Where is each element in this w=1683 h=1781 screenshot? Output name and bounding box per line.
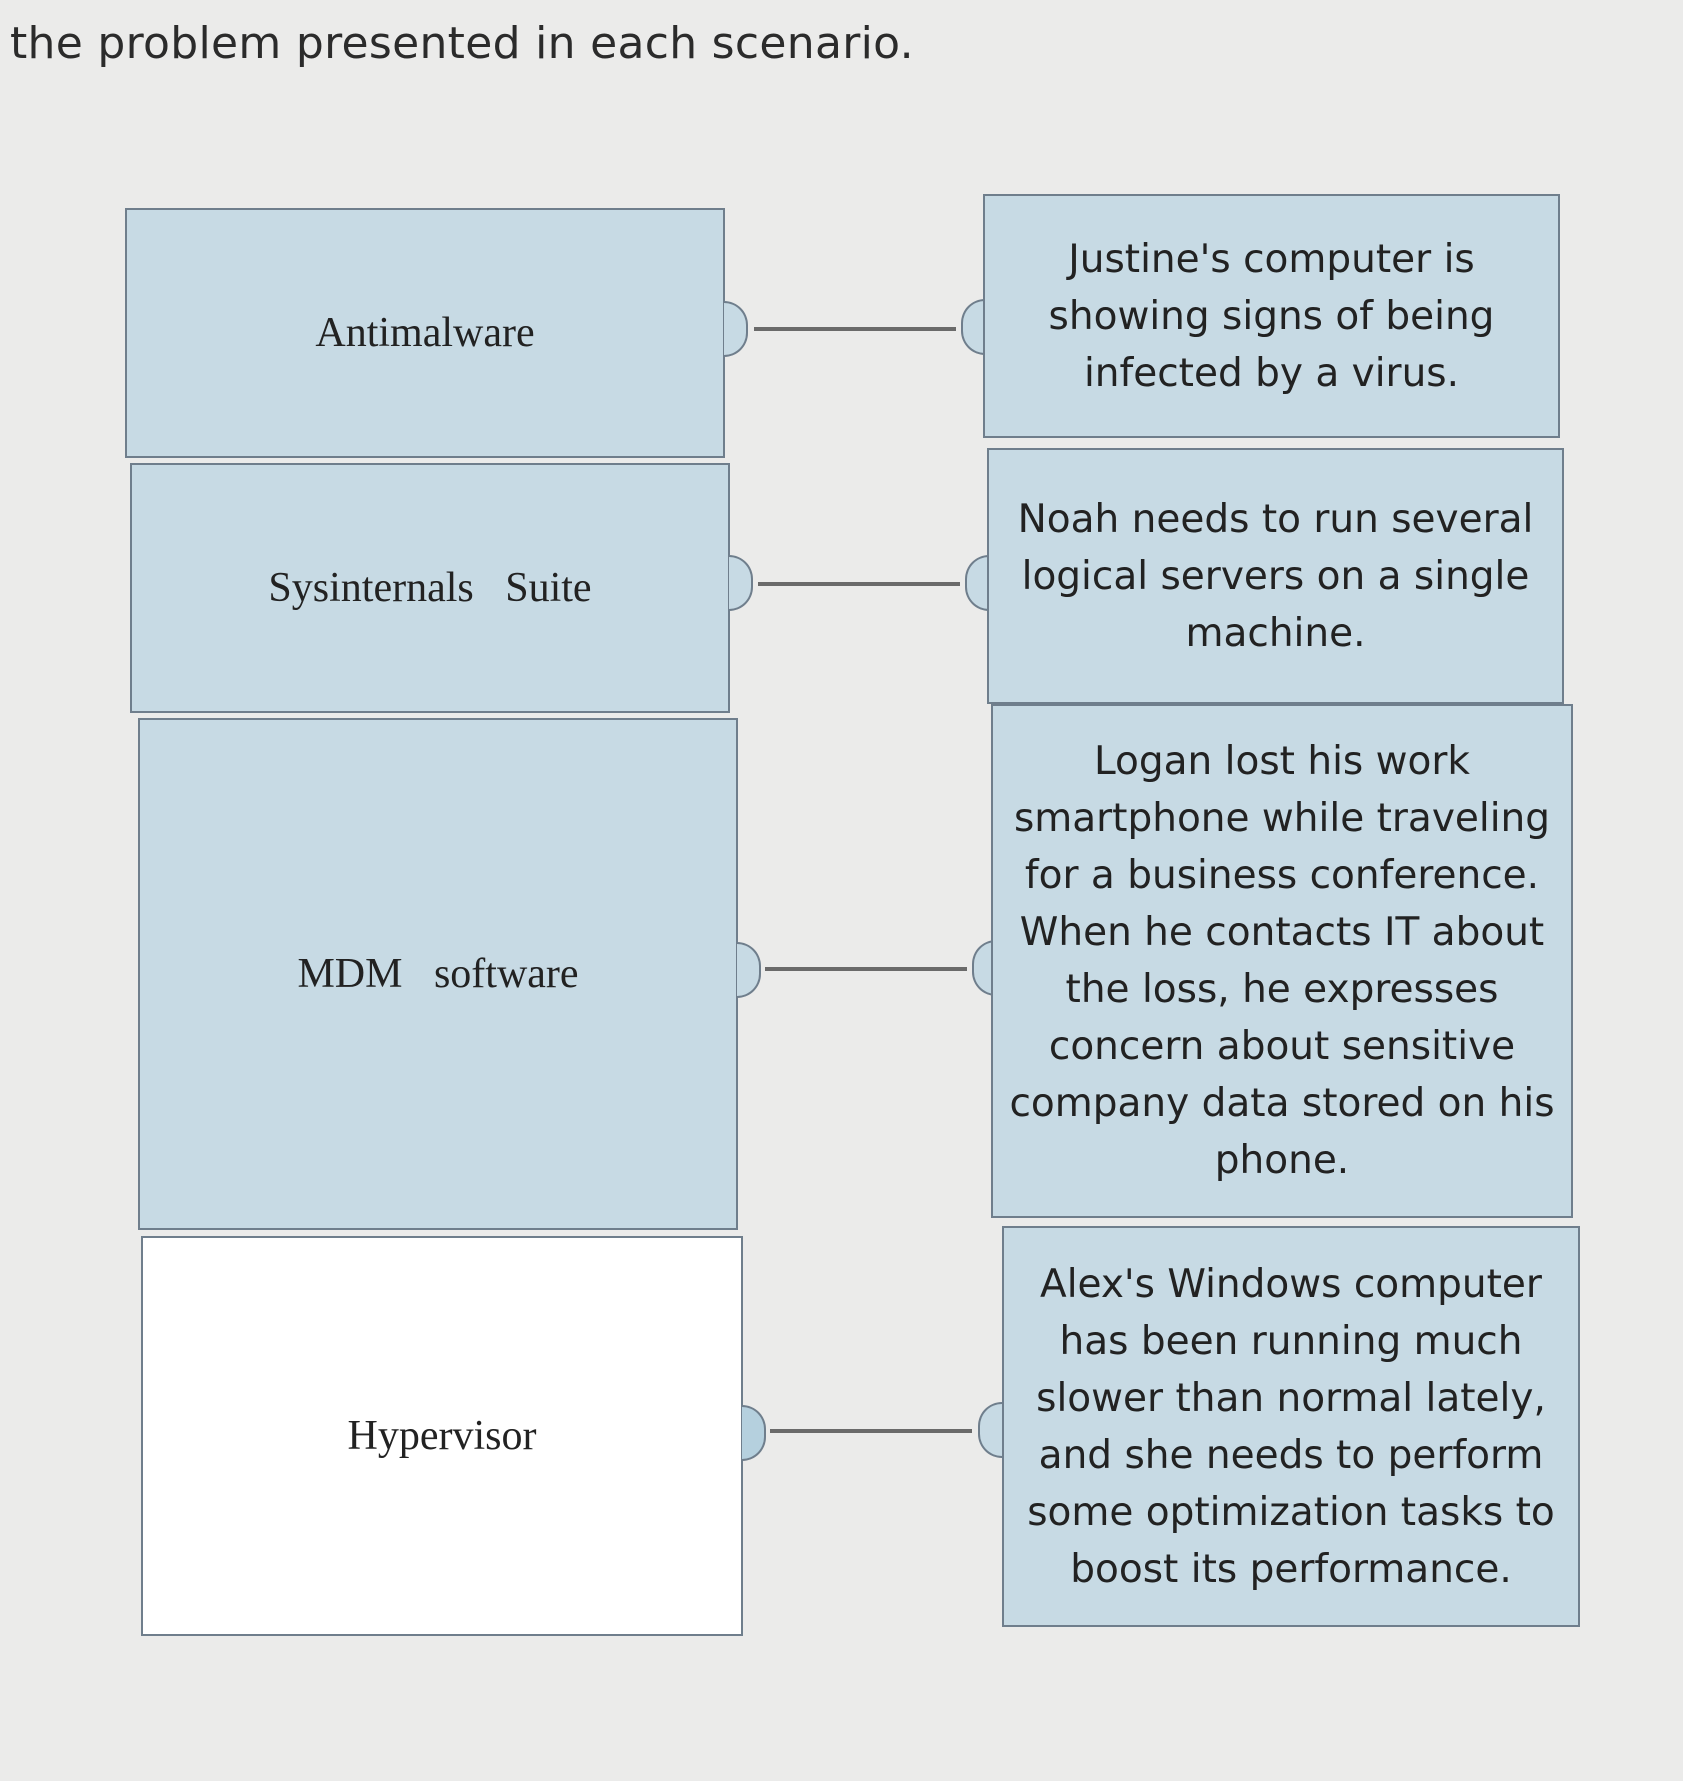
drop-slot[interactable] [961,299,985,355]
drag-handle[interactable] [729,555,753,611]
term-label: Hypervisor [347,1413,537,1459]
scenario-card-optimization: Alex's Windows computer has been running… [1002,1226,1580,1627]
drop-slot[interactable] [965,555,989,611]
scenario-card-virus: Justine's computer is showing signs of b… [983,194,1560,438]
term-card-hypervisor[interactable]: Hypervisor [141,1236,743,1636]
scenario-text: Logan lost his work smartphone while tra… [1009,739,1555,1183]
connector-line [770,1429,972,1433]
connector-line [758,582,960,586]
instruction-text: the problem presented in each scenario. [10,18,914,69]
term-label: Sysinternals Suite [268,565,592,611]
scenario-card-lost-smartphone: Logan lost his work smartphone while tra… [991,704,1573,1218]
drag-handle[interactable] [737,942,761,998]
term-card-sysinternals-suite[interactable]: Sysinternals Suite [130,463,730,713]
term-card-mdm-software[interactable]: MDM software [138,718,738,1230]
scenario-text: Alex's Windows computer has been running… [1027,1261,1555,1592]
scenario-text: Justine's computer is showing signs of b… [1048,236,1495,396]
drag-handle[interactable] [724,301,748,357]
scenario-card-logical-servers: Noah needs to run several logical server… [987,448,1564,704]
scenario-text: Noah needs to run several logical server… [1017,496,1534,656]
drop-slot[interactable] [978,1402,1002,1458]
drag-handle[interactable] [742,1405,766,1461]
term-card-antimalware[interactable]: Antimalware [125,208,725,458]
term-label: MDM software [297,951,579,997]
connector-line [754,327,956,331]
term-label: Antimalware [315,310,535,356]
connector-line [765,967,967,971]
